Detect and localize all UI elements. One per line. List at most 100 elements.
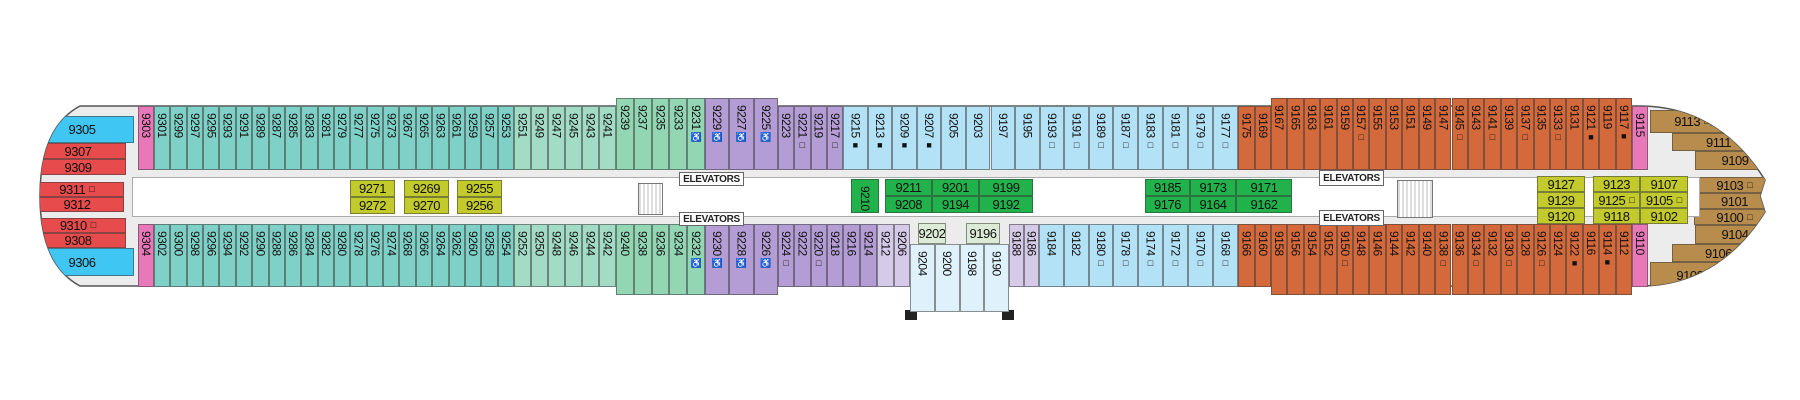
cabin-9293[interactable]: 9293 bbox=[219, 106, 236, 170]
cabin-9179[interactable]: 9179□ bbox=[1188, 106, 1213, 170]
cabin-9149[interactable]: 9149 bbox=[1418, 98, 1436, 170]
cabin-9196[interactable]: 9196 bbox=[966, 223, 1000, 244]
cabin-9151[interactable]: 9151 bbox=[1402, 98, 1419, 170]
cabin-9265[interactable]: 9265 bbox=[415, 106, 433, 170]
cabin-9292[interactable]: 9292 bbox=[235, 224, 253, 287]
cabin-9287[interactable]: 9287 bbox=[268, 106, 285, 170]
cabin-9200[interactable]: 9200 bbox=[934, 244, 960, 312]
cabin-9224[interactable]: 9224□ bbox=[778, 224, 795, 287]
cabin-9189[interactable]: 9189□ bbox=[1088, 106, 1114, 170]
cabin-9160[interactable]: 9160 bbox=[1254, 224, 1271, 287]
cabin-9295[interactable]: 9295 bbox=[203, 106, 220, 170]
cabin-9237[interactable]: 9237 bbox=[633, 98, 652, 170]
cabin-9258[interactable]: 9258 bbox=[481, 224, 498, 287]
cabin-9281[interactable]: 9281 bbox=[317, 106, 334, 170]
cabin-9119[interactable]: 9119 bbox=[1599, 98, 1616, 170]
cabin-9256[interactable]: 9256 bbox=[457, 197, 502, 214]
cabin-9146[interactable]: 9146 bbox=[1369, 224, 1386, 295]
cabin-9284[interactable]: 9284 bbox=[301, 224, 318, 287]
cabin-9240[interactable]: 9240 bbox=[616, 224, 634, 295]
cabin-9302[interactable]: 9302 bbox=[154, 224, 171, 287]
cabin-9273[interactable]: 9273 bbox=[383, 106, 400, 170]
cabin-9262[interactable]: 9262 bbox=[448, 224, 465, 287]
cabin-9150[interactable]: 9150□ bbox=[1336, 224, 1354, 295]
cabin-9144[interactable]: 9144 bbox=[1385, 224, 1403, 295]
cabin-9162[interactable]: 9162 bbox=[1236, 196, 1292, 213]
cabin-9278[interactable]: 9278 bbox=[350, 224, 367, 287]
cabin-9159[interactable]: 9159 bbox=[1336, 98, 1354, 170]
cabin-9168[interactable]: 9168□ bbox=[1213, 224, 1238, 287]
cabin-9170[interactable]: 9170□ bbox=[1188, 224, 1213, 287]
cabin-9312[interactable]: 9312 bbox=[30, 197, 124, 212]
cabin-9266[interactable]: 9266 bbox=[415, 224, 433, 287]
cabin-9136[interactable]: 9136 bbox=[1451, 224, 1468, 295]
cabin-9115[interactable]: 9115 bbox=[1632, 106, 1648, 170]
cabin-9169[interactable]: 9169 bbox=[1254, 106, 1271, 170]
cabin-9221[interactable]: 9221□ bbox=[794, 106, 811, 170]
cabin-9135[interactable]: 9135 bbox=[1533, 98, 1550, 170]
cabin-9229[interactable]: 9229♿ bbox=[705, 98, 730, 170]
cabin-9222[interactable]: 9222 bbox=[794, 224, 811, 287]
cabin-9255[interactable]: 9255 bbox=[457, 180, 502, 197]
cabin-9236[interactable]: 9236 bbox=[651, 224, 670, 295]
cabin-9201[interactable]: 9201 bbox=[932, 179, 979, 196]
cabin-9139[interactable]: 9139 bbox=[1500, 98, 1518, 170]
cabin-9125[interactable]: 9125□ bbox=[1593, 192, 1640, 208]
cabin-9242[interactable]: 9242 bbox=[599, 224, 616, 287]
cabin-9226[interactable]: 9226♿ bbox=[753, 224, 778, 295]
cabin-9288[interactable]: 9288 bbox=[268, 224, 285, 287]
cabin-9103[interactable]: 9103□ bbox=[1694, 177, 1775, 193]
cabin-9110[interactable]: 9110 bbox=[1632, 224, 1648, 287]
cabin-9267[interactable]: 9267 bbox=[399, 106, 416, 170]
cabin-9294[interactable]: 9294 bbox=[219, 224, 236, 287]
cabin-9134[interactable]: 9134□ bbox=[1467, 224, 1485, 295]
cabin-9253[interactable]: 9253 bbox=[497, 106, 514, 170]
cabin-9207[interactable]: 9207■ bbox=[916, 106, 942, 170]
cabin-9112[interactable]: 9112 bbox=[1615, 224, 1632, 295]
cabin-9194[interactable]: 9194 bbox=[932, 196, 979, 213]
cabin-9235[interactable]: 9235 bbox=[651, 98, 670, 170]
cabin-9180[interactable]: 9180□ bbox=[1088, 224, 1114, 287]
cabin-9143[interactable]: 9143 bbox=[1467, 98, 1485, 170]
cabin-9156[interactable]: 9156 bbox=[1287, 224, 1304, 295]
cabin-9277[interactable]: 9277 bbox=[350, 106, 367, 170]
cabin-9157[interactable]: 9157□ bbox=[1353, 98, 1370, 170]
cabin-9173[interactable]: 9173 bbox=[1190, 179, 1236, 196]
cabin-9254[interactable]: 9254 bbox=[497, 224, 514, 287]
cabin-9181[interactable]: 9181□ bbox=[1163, 106, 1188, 170]
cabin-9137[interactable]: 9137□ bbox=[1517, 98, 1534, 170]
cabin-9296[interactable]: 9296 bbox=[203, 224, 220, 287]
cabin-9213[interactable]: 9213■ bbox=[867, 106, 893, 170]
cabin-9310[interactable]: 9310□ bbox=[30, 218, 126, 233]
cabin-9191[interactable]: 9191□ bbox=[1064, 106, 1089, 170]
cabin-9282[interactable]: 9282 bbox=[317, 224, 334, 287]
cabin-9107[interactable]: 9107 bbox=[1640, 176, 1688, 192]
cabin-9208[interactable]: 9208 bbox=[885, 196, 932, 213]
cabin-9243[interactable]: 9243 bbox=[582, 106, 599, 170]
cabin-9178[interactable]: 9178□ bbox=[1113, 224, 1138, 287]
cabin-9209[interactable]: 9209■ bbox=[892, 106, 917, 170]
cabin-9279[interactable]: 9279 bbox=[334, 106, 351, 170]
cabin-9123[interactable]: 9123 bbox=[1593, 176, 1640, 192]
cabin-9251[interactable]: 9251 bbox=[514, 106, 531, 170]
cabin-9241[interactable]: 9241 bbox=[599, 106, 616, 170]
cabin-9174[interactable]: 9174□ bbox=[1138, 224, 1163, 287]
cabin-9217[interactable]: 9217□ bbox=[826, 106, 843, 170]
cabin-9161[interactable]: 9161 bbox=[1320, 98, 1337, 170]
cabin-9124[interactable]: 9124 bbox=[1549, 224, 1567, 295]
cabin-9247[interactable]: 9247 bbox=[548, 106, 565, 170]
cabin-9152[interactable]: 9152 bbox=[1320, 224, 1337, 295]
cabin-9172[interactable]: 9172□ bbox=[1163, 224, 1188, 287]
cabin-9202[interactable]: 9202 bbox=[918, 223, 946, 244]
cabin-9275[interactable]: 9275 bbox=[366, 106, 384, 170]
cabin-9308[interactable]: 9308 bbox=[30, 233, 126, 248]
cabin-9233[interactable]: 9233 bbox=[669, 98, 688, 170]
cabin-9138[interactable]: 9138□ bbox=[1435, 224, 1452, 295]
cabin-9257[interactable]: 9257 bbox=[481, 106, 498, 170]
cabin-9167[interactable]: 9167 bbox=[1271, 98, 1288, 170]
cabin-9248[interactable]: 9248 bbox=[548, 224, 565, 287]
cabin-9101[interactable]: 9101 bbox=[1694, 193, 1775, 209]
cabin-9311[interactable]: 9311□ bbox=[30, 182, 124, 197]
cabin-9269[interactable]: 9269 bbox=[404, 180, 449, 197]
cabin-9297[interactable]: 9297 bbox=[186, 106, 204, 170]
